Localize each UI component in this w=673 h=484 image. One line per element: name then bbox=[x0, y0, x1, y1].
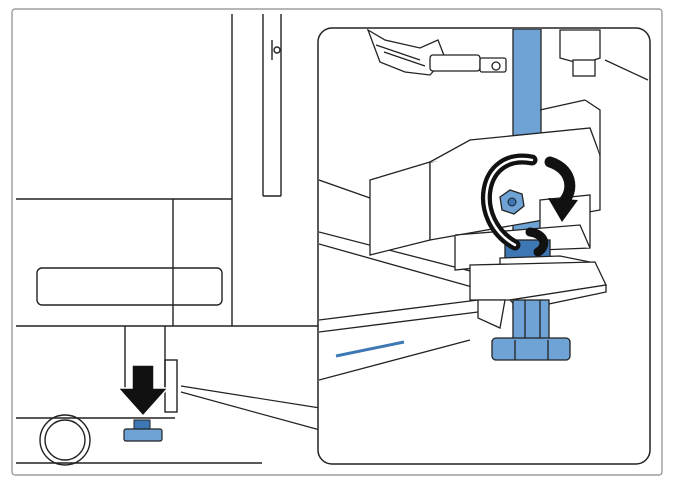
leg-bracket bbox=[164, 359, 178, 413]
detail-frame bbox=[317, 27, 651, 465]
detail-frame-rails bbox=[319, 179, 506, 381]
leveler-base bbox=[491, 299, 571, 361]
door-hinge-screw bbox=[273, 46, 281, 54]
rotate-arrow bbox=[480, 153, 578, 257]
caster-hub bbox=[44, 419, 86, 461]
caster-wheel bbox=[39, 414, 91, 466]
drawer-panel bbox=[36, 267, 223, 306]
hex-nut bbox=[499, 189, 525, 215]
top-mechanism bbox=[366, 29, 649, 81]
detail-view bbox=[319, 29, 649, 381]
leveler-foot bbox=[123, 419, 163, 442]
zoom-callout-lines bbox=[180, 385, 321, 431]
overview-view bbox=[16, 14, 318, 466]
detail-accent-stripe bbox=[335, 340, 405, 358]
push-down-arrow bbox=[116, 364, 170, 418]
